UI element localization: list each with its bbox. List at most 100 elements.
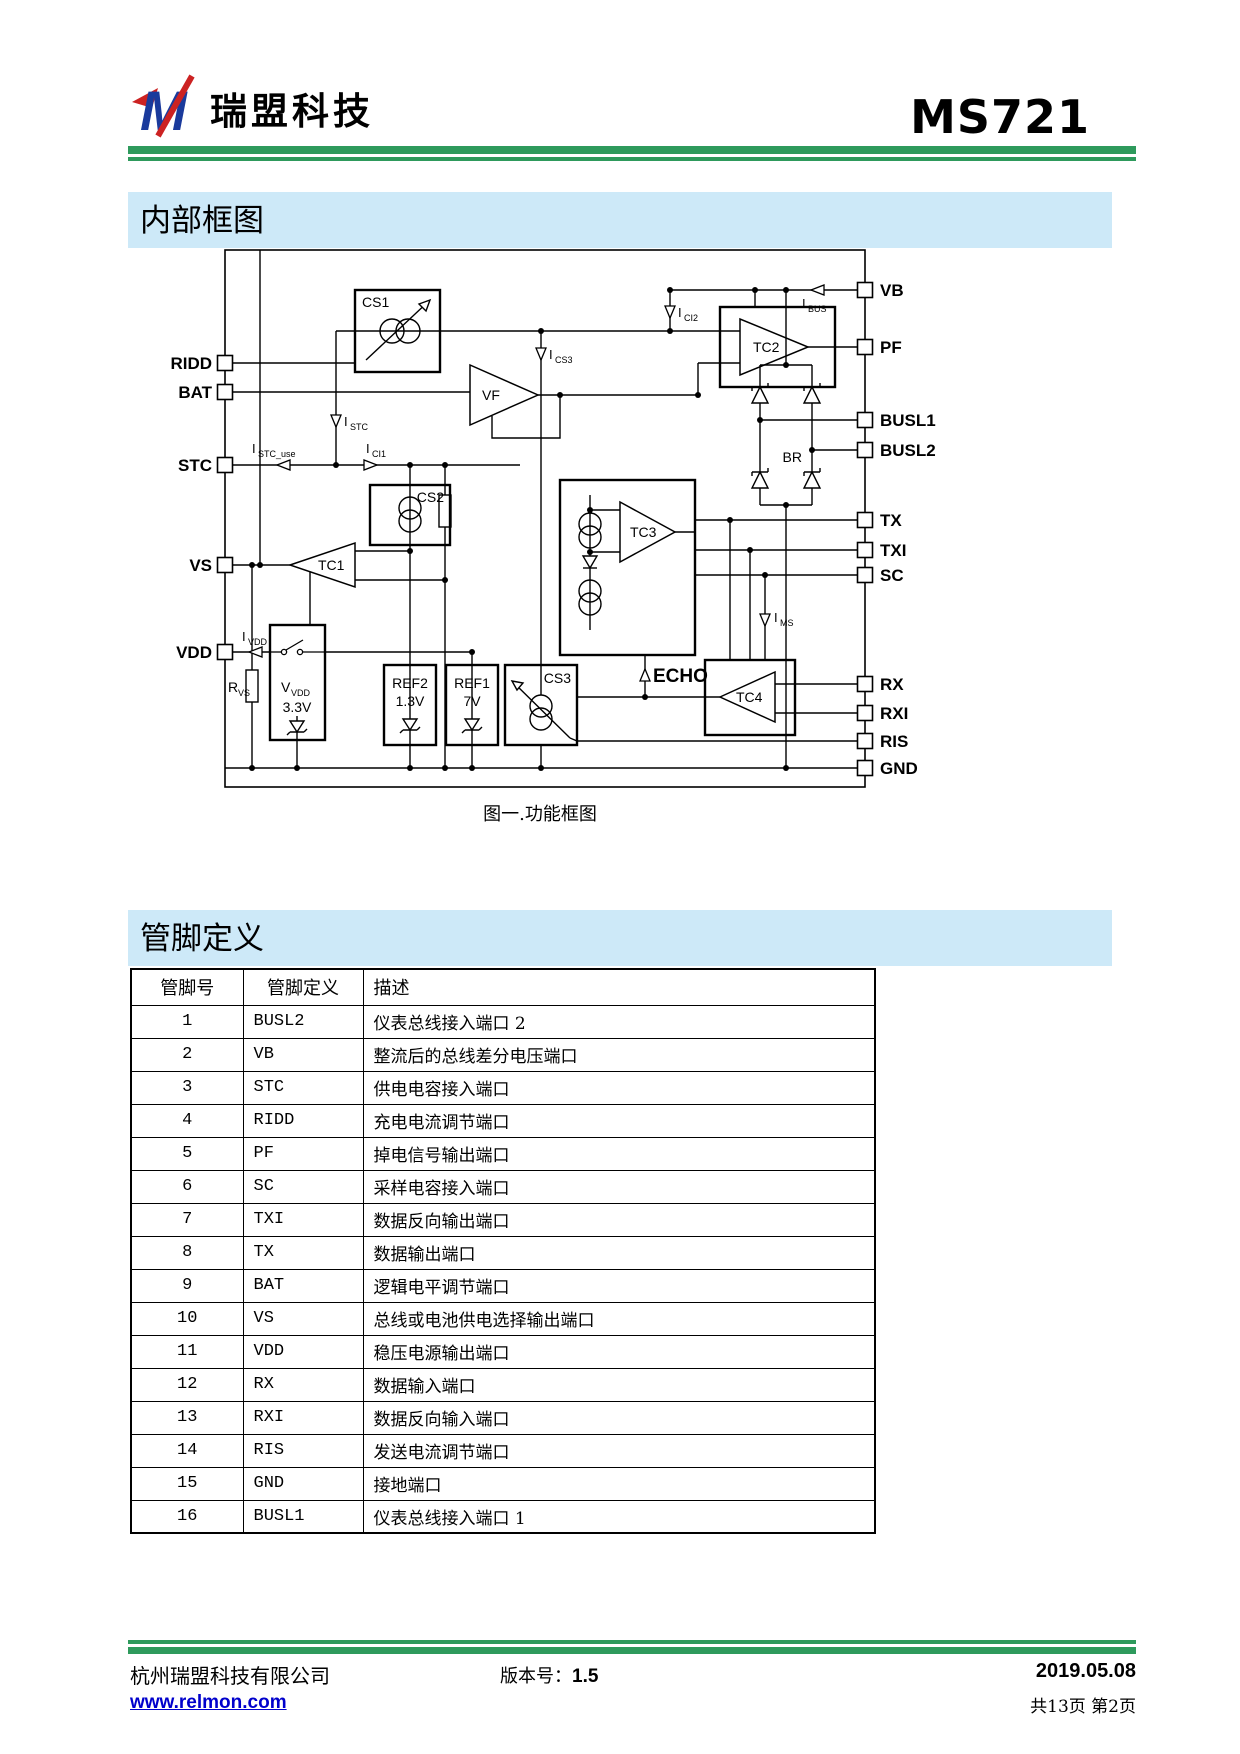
- istc-arrow-icon: [330, 414, 342, 429]
- cs2-block: [368, 483, 452, 547]
- bridge-diode-icon: [750, 470, 770, 489]
- pin-number: 8: [130, 1235, 244, 1270]
- cs3-source-icon: [529, 694, 553, 718]
- ims-arrow-icon: [759, 613, 771, 628]
- pin-label-tx: TX: [880, 511, 902, 530]
- logo-company-text: 瑞盟科技: [210, 89, 374, 133]
- pin-number: 13: [130, 1400, 244, 1435]
- pin-name: SC: [242, 1169, 364, 1204]
- pin-label-txi: TXI: [880, 541, 906, 560]
- vf-amp-icon: [469, 363, 540, 427]
- pin-number: 15: [130, 1466, 244, 1501]
- tc2-amp-icon: [739, 317, 810, 377]
- ref1-zener-bar-icon: [461, 726, 483, 734]
- pin-description: 接地端口: [362, 1466, 876, 1501]
- cs1-adjust-arrow-icon: [365, 299, 431, 361]
- footer-divider: [128, 1640, 1136, 1654]
- rvs-label-sub: VS: [238, 688, 250, 698]
- col-header-pin-name: 管脚定义: [242, 968, 364, 1006]
- ics3-arrow-icon: [535, 347, 547, 362]
- pin-name: VDD: [242, 1334, 364, 1369]
- pin-label-rx: RX: [880, 675, 904, 694]
- figure-caption: 图一.功能框图: [483, 804, 597, 825]
- pin-description: 总线或电池供电选择输出端口: [362, 1301, 876, 1336]
- ici1-label: I: [366, 441, 370, 456]
- cs3-label: CS3: [544, 670, 571, 686]
- pin-label-ridd: RIDD: [170, 354, 212, 373]
- ici2-label-sub: CI2: [684, 313, 698, 323]
- company-logo: M 瑞盟科技: [132, 74, 374, 142]
- pin-name: BUSL2: [242, 1004, 364, 1039]
- pin-number: 11: [130, 1334, 244, 1369]
- pin-name: VS: [242, 1301, 364, 1336]
- rvs-label: R: [228, 679, 238, 695]
- cs3-source-icon: [529, 707, 553, 731]
- pin-name: PF: [242, 1136, 364, 1171]
- tc3-source-icon: [578, 579, 602, 603]
- pin-name: TX: [242, 1235, 364, 1270]
- vvdd-label: V: [281, 679, 291, 695]
- tc1-label: TC1: [318, 557, 345, 573]
- tc3-amp-icon: [619, 500, 677, 564]
- pin-name: GND: [242, 1466, 364, 1501]
- bridge-diode-icon: [802, 385, 822, 404]
- switch-contact-icon: [296, 648, 304, 656]
- pin-number: 4: [130, 1103, 244, 1138]
- pin-description: 掉电信号输出端口: [362, 1136, 876, 1171]
- tc3-block: [558, 478, 697, 657]
- pin-description: 数据输入端口: [362, 1367, 876, 1402]
- ics3-label: I: [549, 347, 553, 362]
- cs3-adjust-arrow-icon: [511, 680, 571, 739]
- wires: [225, 250, 865, 769]
- istc-label-sub: STC: [350, 422, 369, 432]
- pin-description: 采样电容接入端口: [362, 1169, 876, 1204]
- ref1-block: [444, 663, 500, 747]
- pin-label-vb: VB: [880, 281, 904, 300]
- pin-description: 逻辑电平调节端口: [362, 1268, 876, 1303]
- istc-use-label: I: [252, 441, 256, 456]
- pin-description: 数据反向输出端口: [362, 1202, 876, 1237]
- cs3-arrowhead-icon: [510, 680, 525, 692]
- ibus-label: I: [802, 296, 806, 311]
- ref1-zener-icon: [463, 718, 481, 732]
- switch-blade-icon: [285, 639, 304, 651]
- ibus-arrow-icon: [809, 284, 825, 296]
- pin-label-ris: RIS: [880, 732, 908, 751]
- ics3-label-sub: CS3: [555, 355, 573, 365]
- footer-version: 版本号：1.5: [500, 1662, 598, 1688]
- tc4-block: [703, 658, 797, 737]
- vvdd-label-sub: VDD: [291, 688, 311, 698]
- tc4-amp-icon: [718, 670, 776, 724]
- pin-label-stc: STC: [178, 456, 212, 475]
- section-title-block-diagram: 内部框图: [128, 192, 1112, 248]
- pin-label-rxi: RXI: [880, 704, 908, 723]
- vvdd-zener-icon: [288, 720, 306, 734]
- pin-label-busl2: BUSL2: [880, 441, 936, 460]
- pin-name: RX: [242, 1367, 364, 1402]
- pin-name: VB: [242, 1037, 364, 1072]
- pin-number: 16: [130, 1499, 244, 1534]
- ici2-label: I: [678, 305, 682, 320]
- rvs-resistor: [245, 669, 259, 703]
- pin-name: RXI: [242, 1400, 364, 1435]
- cs3-block: [503, 663, 579, 747]
- ivdd-label: I: [242, 629, 246, 644]
- pin-description: 稳压电源输出端口: [362, 1334, 876, 1369]
- pin-name: RIDD: [242, 1103, 364, 1138]
- footer-website-link[interactable]: www.relmon.com: [130, 1692, 287, 1713]
- istc-label: I: [344, 414, 348, 429]
- junction-dots: [249, 287, 815, 771]
- istc-use-arrow-icon: [275, 459, 291, 471]
